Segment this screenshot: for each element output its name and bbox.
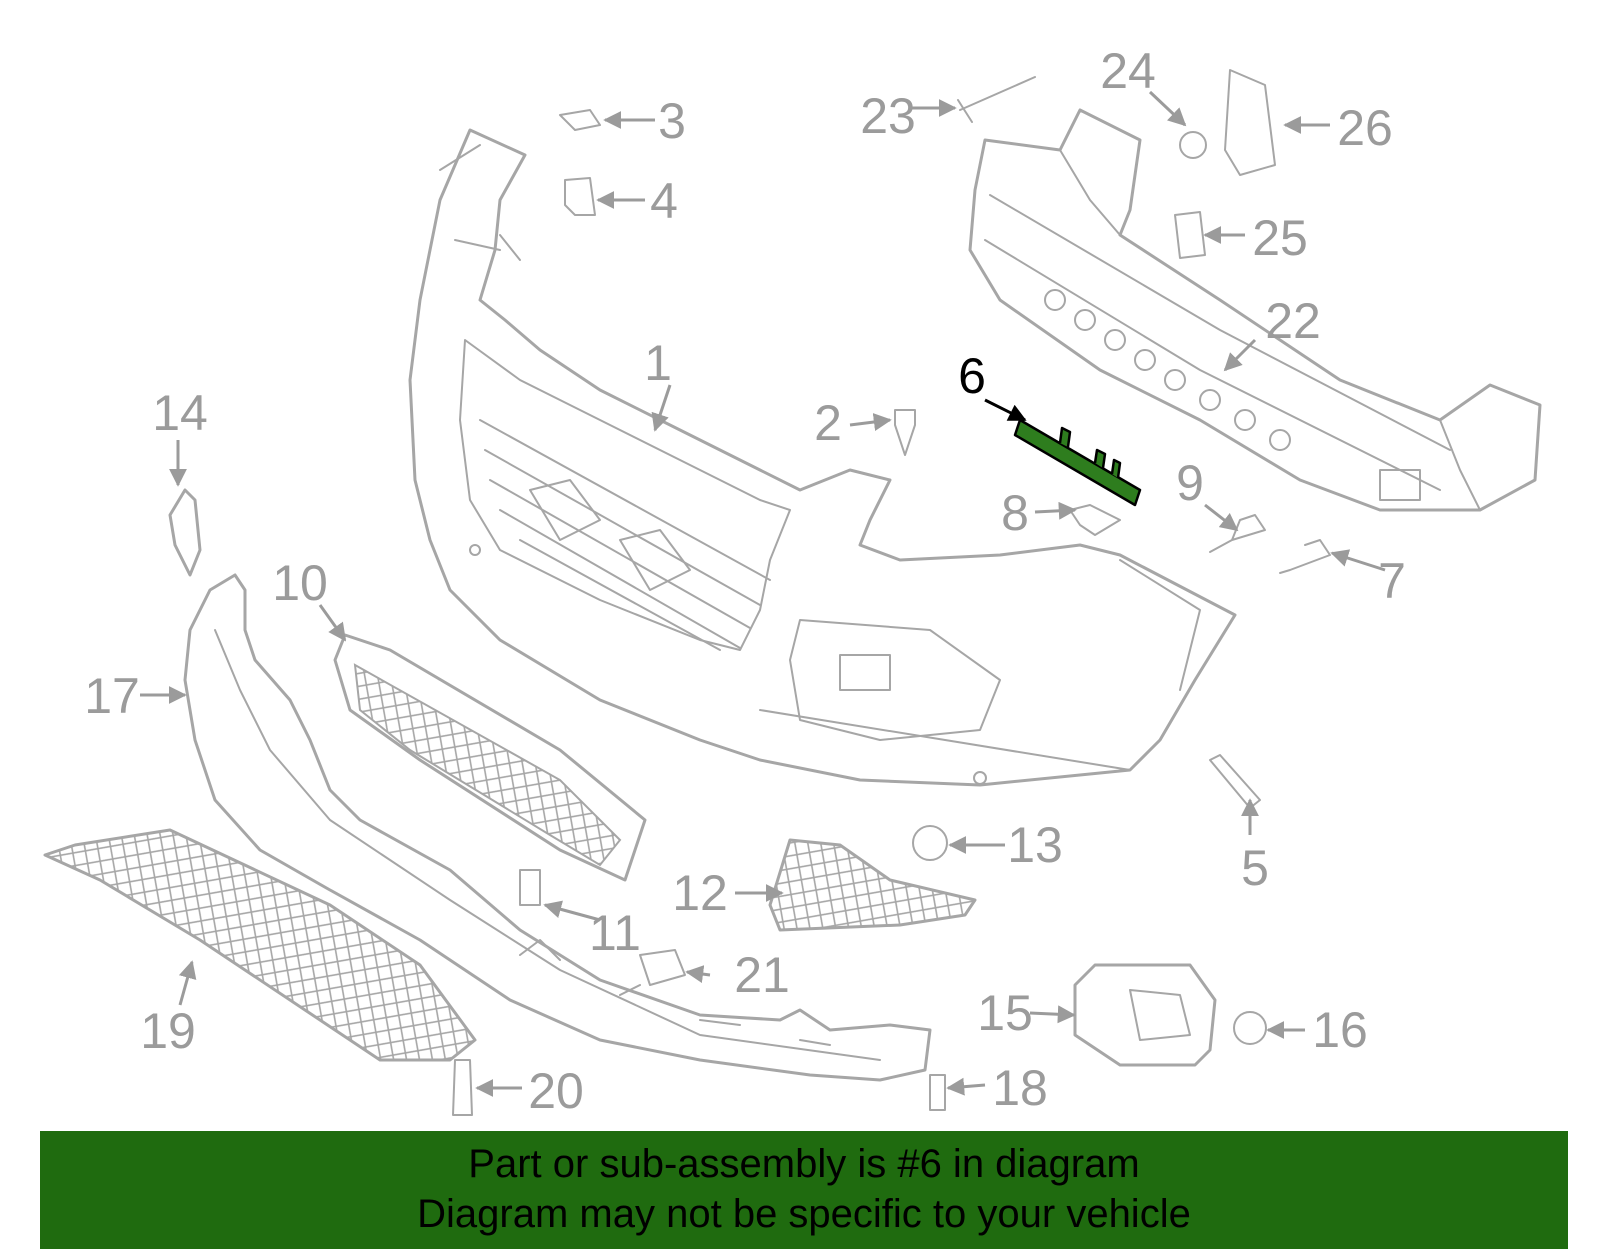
bolt-2 — [894, 409, 916, 456]
pin-20 — [452, 1059, 473, 1116]
callout-11: 11 — [589, 905, 641, 961]
callout-14: 14 — [152, 385, 208, 441]
callout-labels: 1 2 3 4 5 6 7 8 9 10 11 12 13 14 15 16 1… — [84, 43, 1406, 1119]
push-pin-3 — [559, 109, 601, 131]
info-banner: Part or sub-assembly is #6 in diagram Di… — [40, 1131, 1568, 1249]
bolt-23 — [957, 76, 1036, 123]
beam-holes — [1044, 289, 1291, 451]
callout-25: 25 — [1252, 210, 1308, 266]
callout-7: 7 — [1378, 553, 1406, 609]
callout-12: 12 — [672, 865, 728, 921]
callout-23: 23 — [860, 88, 916, 144]
rivet-5 — [1209, 754, 1261, 809]
clip-25 — [1174, 211, 1206, 259]
clip-11 — [519, 869, 541, 906]
bolt-9 — [1209, 514, 1266, 553]
callout-8: 8 — [1001, 485, 1029, 541]
callout-22: 22 — [1265, 293, 1321, 349]
callout-19: 19 — [140, 1003, 196, 1059]
lower-grille-part — [43, 828, 477, 1062]
lower-deflector-part — [183, 573, 932, 1082]
bolt-7 — [1279, 539, 1331, 574]
callout-16: 16 — [1312, 1002, 1368, 1058]
upper-grille-part — [333, 633, 647, 882]
clip-24 — [1179, 131, 1207, 159]
callout-6: 6 — [958, 348, 986, 404]
banner-line-part-number: Part or sub-assembly is #6 in diagram — [468, 1142, 1140, 1186]
callout-9: 9 — [1176, 455, 1204, 511]
callout-26: 26 — [1337, 100, 1393, 156]
pin-18 — [929, 1074, 946, 1111]
callout-1: 1 — [644, 335, 672, 391]
nut-13 — [912, 825, 948, 861]
callout-2: 2 — [814, 395, 842, 451]
callout-18: 18 — [992, 1060, 1048, 1116]
fastener-parts — [452, 69, 1331, 1116]
highlighted-bracket-part-6 — [1013, 418, 1142, 507]
nut-16 — [1233, 1011, 1267, 1045]
bracket-26 — [1224, 69, 1276, 176]
callout-13: 13 — [1007, 817, 1063, 873]
callout-3: 3 — [658, 93, 686, 149]
clip-8 — [1069, 504, 1121, 536]
bumper-cover-part — [408, 128, 1237, 787]
callout-4: 4 — [650, 173, 678, 229]
callout-5: 5 — [1241, 840, 1269, 896]
banner-line-disclaimer: Diagram may not be specific to your vehi… — [417, 1192, 1191, 1236]
trim-piece-part-14 — [168, 488, 202, 577]
side-grille-part — [768, 838, 977, 932]
callout-20: 20 — [528, 1063, 584, 1119]
clip-21 — [639, 949, 686, 986]
leader-arrows — [140, 90, 1386, 1097]
reinforcement-beam-part — [968, 108, 1542, 512]
callout-10: 10 — [272, 555, 328, 611]
callout-17: 17 — [84, 668, 140, 724]
callout-24: 24 — [1100, 43, 1156, 99]
fog-bezel-part — [1073, 963, 1217, 1067]
clip-4 — [564, 177, 596, 216]
callout-21: 21 — [734, 947, 790, 1003]
callout-15: 15 — [977, 985, 1033, 1041]
